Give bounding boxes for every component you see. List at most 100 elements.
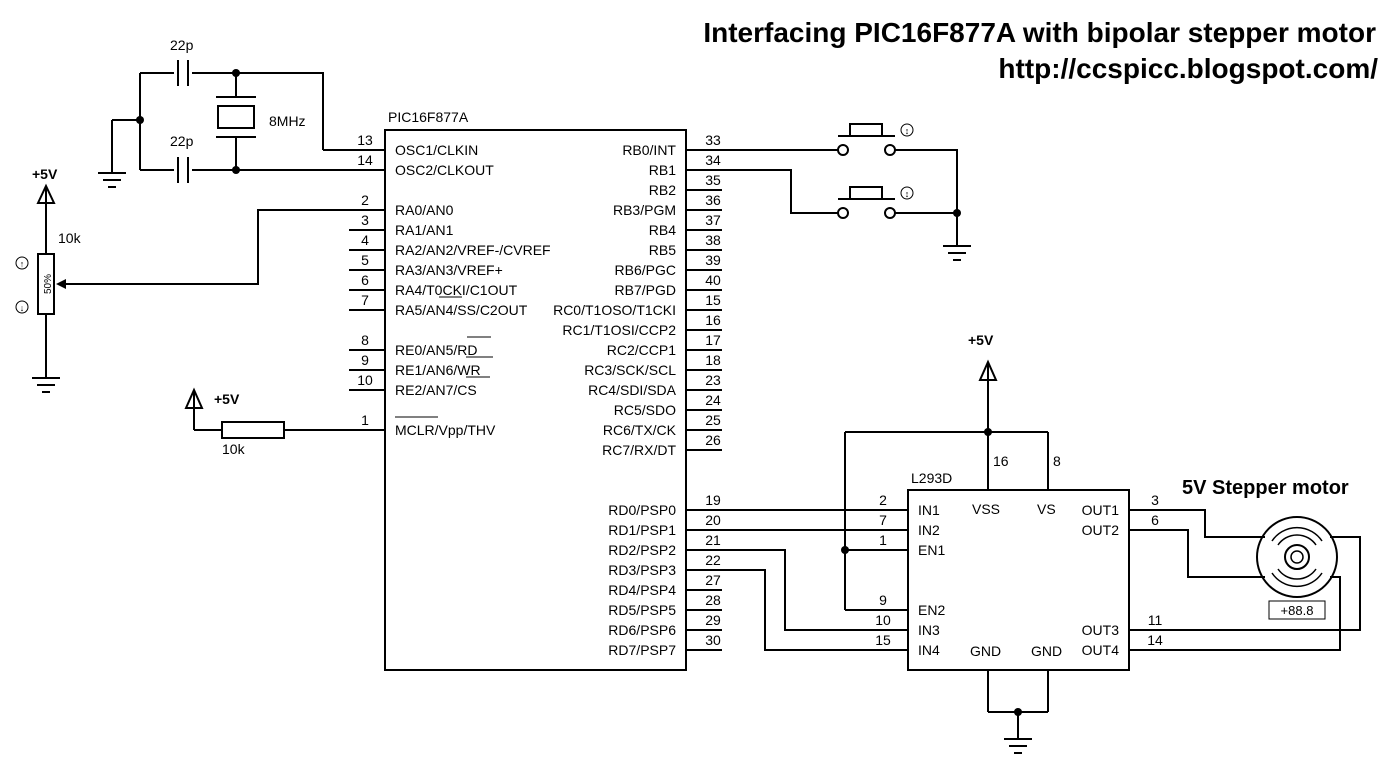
mcu-pin-num: 9 xyxy=(361,352,369,368)
supply-driver-label: +5V xyxy=(968,332,994,348)
driver-pin-num: 14 xyxy=(1147,632,1163,648)
mcu-pin-label: RC3/SCK/SCL xyxy=(584,362,676,378)
driver-pin-num: 7 xyxy=(879,512,887,528)
mcu-pin-label: RA4/T0CKI/C1OUT xyxy=(395,282,518,298)
mcu-pin-num: 6 xyxy=(361,272,369,288)
mcu-pin-num: 37 xyxy=(705,212,721,228)
mcu-pin-num: 29 xyxy=(705,612,721,628)
cap-top-value: 22p xyxy=(170,37,194,53)
driver-pin-num: 9 xyxy=(879,592,887,608)
mcu-pin-label: RD2/PSP2 xyxy=(608,542,676,558)
driver-gnd-1: GND xyxy=(970,643,1001,659)
supply-pot-label: +5V xyxy=(32,166,58,182)
mcu-pin-label: OSC1/CLKIN xyxy=(395,142,478,158)
mclr-circuit: +5V 10k xyxy=(184,387,349,457)
rd-wires xyxy=(722,509,908,651)
driver-pin-label: IN4 xyxy=(918,642,940,658)
mcu-pin-num: 8 xyxy=(361,332,369,348)
mcu-pin-label: RC6/TX/CK xyxy=(603,422,677,438)
mcu-pin-label: RC2/CCP1 xyxy=(607,342,676,358)
pot-up-icon[interactable]: ↑ xyxy=(20,259,25,269)
crystal-value: 8MHz xyxy=(269,113,306,129)
mcu-pin-num: 18 xyxy=(705,352,721,368)
pot-value: 10k xyxy=(58,230,82,246)
mcu-name: PIC16F877A xyxy=(388,109,469,125)
mcu-pin-label: RA0/AN0 xyxy=(395,202,454,218)
mcu-pin-label: RD0/PSP0 xyxy=(608,502,676,518)
mcu-pin-num: 38 xyxy=(705,232,721,248)
mcu-pin-label: OSC2/CLKOUT xyxy=(395,162,494,178)
mcu-pin-num: 17 xyxy=(705,332,721,348)
mcu-pin-num: 24 xyxy=(705,392,721,408)
mcu-pin-num: 21 xyxy=(705,532,721,548)
mcu-body xyxy=(384,129,687,671)
push-buttons: ↕ ↕ xyxy=(722,123,971,261)
mcu-pin-label: RD7/PSP7 xyxy=(608,642,676,658)
mcu-pin-num: 33 xyxy=(705,132,721,148)
motor-body xyxy=(1256,516,1338,598)
button-1[interactable] xyxy=(849,123,883,137)
mcu-pin-label: RB1 xyxy=(649,162,676,178)
stepper-motor: 5V Stepper motor +88.8 xyxy=(1182,477,1349,620)
mcu-pin-label: RA1/AN1 xyxy=(395,222,454,238)
button-2[interactable] xyxy=(849,186,883,200)
mcu-pin-label: MCLR/Vpp/THV xyxy=(395,422,496,438)
driver-pin-num: 1 xyxy=(879,532,887,548)
motor-wires xyxy=(1165,509,1361,651)
button-1-contact-a xyxy=(837,144,849,156)
button-1-contact-b xyxy=(884,144,896,156)
mcu-pin-num: 1 xyxy=(361,412,369,428)
mcu-pin-num: 13 xyxy=(357,132,373,148)
mcu-pin-num: 2 xyxy=(361,192,369,208)
driver-pin-16-num: 16 xyxy=(993,453,1009,469)
mcu-pin-label: RB7/PGD xyxy=(615,282,676,298)
mcu-pin-num: 34 xyxy=(705,152,721,168)
mcu-pin-num: 36 xyxy=(705,192,721,208)
button-2-contact-a xyxy=(837,207,849,219)
mcu-pin-num: 5 xyxy=(361,252,369,268)
driver-pin-label: IN2 xyxy=(918,522,940,538)
driver-pin-label: OUT3 xyxy=(1082,622,1120,638)
oscillator: 22p 22p 8MHz xyxy=(98,37,349,188)
mcu-pin-num: 3 xyxy=(361,212,369,228)
button-1-toggle-icon[interactable]: ↕ xyxy=(905,126,910,136)
button-2-toggle-icon[interactable]: ↕ xyxy=(905,189,910,199)
mcu-pin-num: 26 xyxy=(705,432,721,448)
driver-vs-label: VS xyxy=(1037,501,1056,517)
mcu-pin-label: RD5/PSP5 xyxy=(608,602,676,618)
driver-pin-label: EN1 xyxy=(918,542,945,558)
driver-pin-num: 15 xyxy=(875,632,891,648)
mcu-pin-label: RB0/INT xyxy=(622,142,676,158)
driver-pin-label: OUT1 xyxy=(1082,502,1120,518)
driver-pin-num: 2 xyxy=(879,492,887,508)
mcu-pin-num: 4 xyxy=(361,232,369,248)
driver-pin-label: OUT4 xyxy=(1082,642,1120,658)
cap-bottom-value: 22p xyxy=(170,133,194,149)
mcu-pin-num: 35 xyxy=(705,172,721,188)
mcu-pin-label: RB6/PGC xyxy=(615,262,676,278)
driver-pin-8-num: 8 xyxy=(1053,453,1061,469)
mcu-pin-num: 19 xyxy=(705,492,721,508)
mcu-pin-label: RC1/T1OSI/CCP2 xyxy=(562,322,676,338)
driver-vss-label: VSS xyxy=(972,501,1000,517)
driver-name: L293D xyxy=(911,470,952,486)
driver-pin-num: 10 xyxy=(875,612,891,628)
mcu-pin-num: 23 xyxy=(705,372,721,388)
mcu-pin-num: 10 xyxy=(357,372,373,388)
mcu-pin-num: 27 xyxy=(705,572,721,588)
motor-readout: +88.8 xyxy=(1281,603,1314,618)
driver-gnd-2: GND xyxy=(1031,643,1062,659)
pot-setting: 50% xyxy=(43,274,54,294)
mcu-pin-num: 16 xyxy=(705,312,721,328)
resistor-value: 10k xyxy=(222,441,246,457)
mcu-pin-num: 22 xyxy=(705,552,721,568)
mcu-pin-label: RC7/RX/DT xyxy=(602,442,676,458)
driver-pin-label: IN1 xyxy=(918,502,940,518)
mcu-pin-label: RC0/T1OSO/T1CKI xyxy=(553,302,676,318)
mcu-pin-num: 14 xyxy=(357,152,373,168)
mcu-right-pins: 33RB0/INT34RB135RB236RB3/PGM37RB438RB539… xyxy=(553,132,722,658)
pot-down-icon[interactable]: ↓ xyxy=(20,303,25,313)
